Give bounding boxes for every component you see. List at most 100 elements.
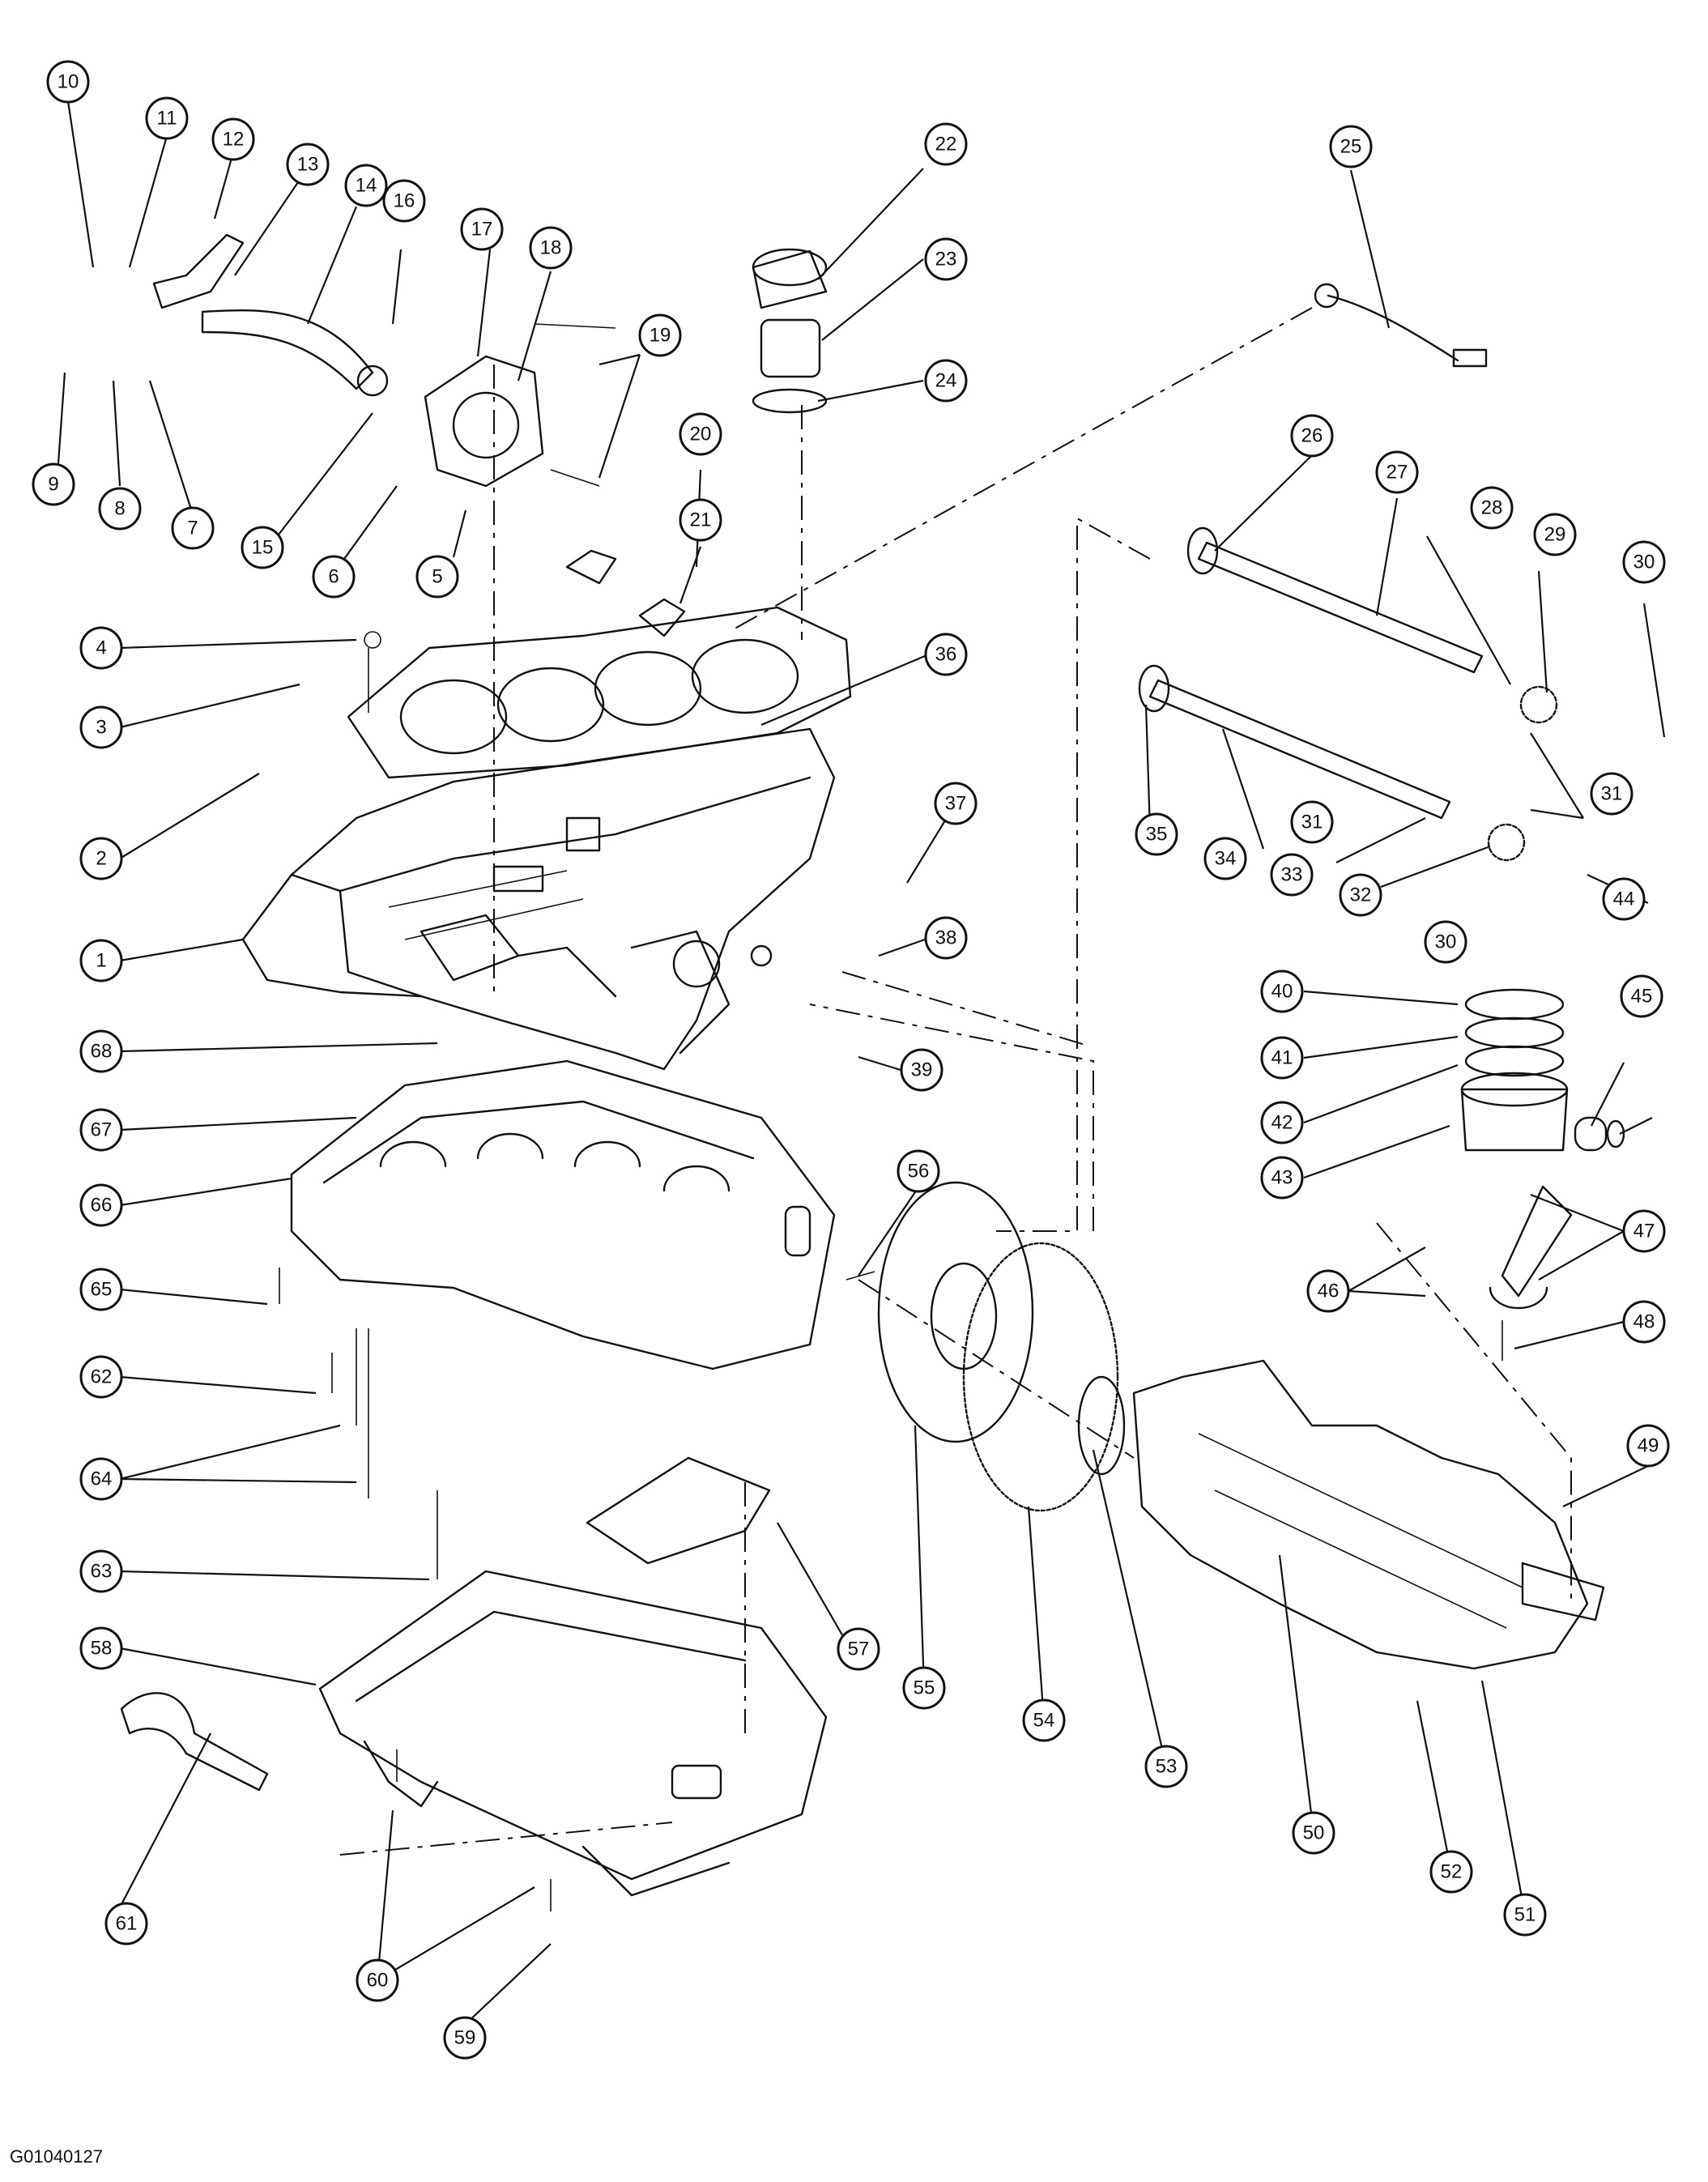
svg-text:50: 50 [1303, 1822, 1325, 1844]
svg-text:5: 5 [432, 566, 442, 588]
svg-text:60: 60 [367, 1970, 389, 1992]
callout-59: 59 [443, 2016, 487, 2060]
callout-46: 46 [1306, 1269, 1350, 1313]
callout-23: 23 [924, 237, 968, 281]
callout-62: 62 [79, 1355, 123, 1399]
callout-58: 58 [79, 1626, 123, 1670]
oil-pan [318, 1570, 828, 1897]
callout-53: 53 [1144, 1745, 1188, 1788]
knock-sensor-connector [1452, 348, 1488, 368]
svg-text:67: 67 [91, 1119, 113, 1141]
svg-text:30: 30 [1435, 931, 1457, 953]
callout-51: 51 [1503, 1893, 1547, 1937]
connecting-rod-cap [1489, 1286, 1548, 1310]
svg-text:36: 36 [935, 644, 957, 666]
coolant-outlet [152, 233, 389, 397]
callout-55: 55 [902, 1666, 946, 1710]
svg-text:63: 63 [91, 1561, 113, 1583]
svg-text:41: 41 [1271, 1047, 1293, 1069]
callout-39: 39 [900, 1048, 943, 1092]
callout-19: 19 [638, 313, 682, 357]
callout-33: 33 [1270, 853, 1314, 897]
svg-text:27: 27 [1386, 462, 1408, 484]
rear-main-seal [1077, 1375, 1126, 1476]
callout-42: 42 [1260, 1101, 1304, 1144]
svg-text:40: 40 [1271, 981, 1293, 1003]
callout-24: 24 [924, 359, 968, 403]
callout-5: 5 [415, 555, 459, 599]
part-drawings [120, 233, 1625, 1911]
svg-text:53: 53 [1156, 1756, 1178, 1778]
svg-text:29: 29 [1544, 524, 1566, 546]
svg-text:32: 32 [1350, 884, 1372, 906]
svg-text:14: 14 [356, 175, 377, 197]
callout-15: 15 [241, 526, 284, 569]
callout-17: 17 [460, 207, 504, 251]
svg-text:31: 31 [1601, 783, 1623, 805]
svg-text:22: 22 [935, 134, 957, 156]
svg-text:13: 13 [297, 154, 319, 176]
svg-text:30: 30 [1633, 552, 1655, 573]
callout-61: 61 [104, 1902, 148, 1945]
callout-16: 16 [382, 179, 426, 223]
svg-text:3: 3 [96, 717, 106, 739]
callout-57: 57 [837, 1627, 880, 1671]
callout-35: 35 [1135, 812, 1178, 856]
svg-text:54: 54 [1033, 1710, 1055, 1732]
water-pump [424, 355, 544, 488]
callout-37: 37 [934, 782, 978, 825]
svg-text:37: 37 [945, 793, 967, 815]
callout-30-lower: 30 [1424, 920, 1467, 964]
svg-text:48: 48 [1633, 1311, 1655, 1333]
assembly-lines [339, 307, 1572, 1856]
callout-1: 1 [79, 939, 123, 982]
callout-22: 22 [924, 122, 968, 166]
svg-text:23: 23 [935, 249, 957, 271]
svg-text:61: 61 [116, 1913, 138, 1935]
svg-text:8: 8 [114, 498, 125, 520]
svg-text:55: 55 [914, 1677, 935, 1699]
callout-2: 2 [79, 837, 123, 880]
callout-67: 67 [79, 1108, 123, 1152]
sensor-20 [565, 549, 617, 585]
svg-text:62: 62 [91, 1366, 113, 1388]
svg-text:25: 25 [1340, 136, 1362, 158]
svg-text:65: 65 [91, 1279, 113, 1301]
callout-20: 20 [679, 412, 722, 456]
callout-47: 47 [1622, 1209, 1666, 1253]
svg-text:64: 64 [91, 1468, 113, 1490]
svg-text:42: 42 [1271, 1112, 1293, 1134]
callout-21: 21 [679, 498, 722, 542]
svg-text:6: 6 [328, 566, 339, 588]
callout-50: 50 [1292, 1811, 1335, 1855]
svg-text:47: 47 [1633, 1221, 1655, 1242]
callout-6: 6 [312, 555, 356, 599]
svg-text:49: 49 [1638, 1435, 1659, 1457]
callout-11: 11 [145, 96, 189, 140]
svg-text:31: 31 [1301, 812, 1323, 833]
callout-34: 34 [1203, 837, 1247, 880]
callout-63: 63 [79, 1549, 123, 1593]
callout-7: 7 [171, 506, 215, 550]
cam-gear-upper [1519, 685, 1558, 724]
callout-14: 14 [344, 164, 388, 207]
svg-text:26: 26 [1301, 425, 1323, 447]
callout-13: 13 [286, 143, 330, 186]
svg-text:52: 52 [1441, 1861, 1463, 1883]
cylinder-block [241, 727, 836, 1071]
oil-pickup-tube [120, 1692, 269, 1792]
callout-9: 9 [32, 462, 75, 506]
svg-text:57: 57 [848, 1639, 870, 1660]
svg-text:7: 7 [187, 518, 198, 539]
sensor-21 [638, 598, 686, 637]
svg-text:66: 66 [91, 1195, 113, 1217]
svg-text:17: 17 [471, 219, 493, 241]
svg-text:16: 16 [394, 190, 415, 212]
callout-66: 66 [79, 1183, 123, 1227]
svg-text:9: 9 [48, 474, 58, 496]
callout-52: 52 [1429, 1850, 1473, 1894]
callout-49: 49 [1626, 1424, 1670, 1468]
callout-4: 4 [79, 626, 123, 670]
oil-filter [752, 248, 828, 414]
